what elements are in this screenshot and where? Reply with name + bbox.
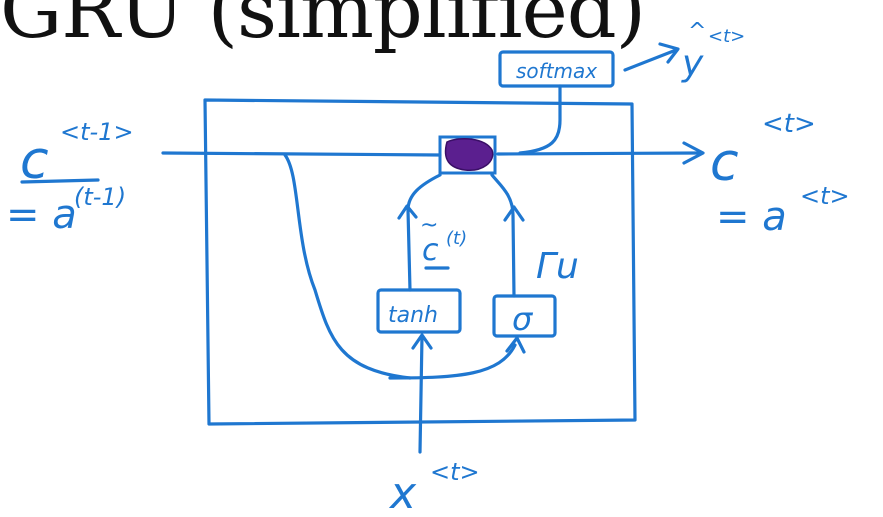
c-prev-to-gates-curve <box>283 153 412 380</box>
a-prev-superscript: (t-1) <box>74 183 126 211</box>
c-line-out <box>496 151 702 156</box>
cell-box <box>203 98 637 426</box>
sigma-to-gate-line <box>490 173 516 298</box>
c-tilde-mark: ~ <box>420 213 438 238</box>
c-tilde-superscript: (t) <box>446 228 467 249</box>
x-input-superscript: <t> <box>430 458 480 486</box>
c-out-label: c <box>710 133 739 193</box>
sigma-label: σ <box>512 300 534 338</box>
sigma-box <box>492 294 557 338</box>
a-prev-label: = a <box>6 192 77 238</box>
a-out-superscript: <t> <box>800 182 850 210</box>
softmax-label: softmax <box>516 59 597 83</box>
sigma-up-arrowhead <box>503 205 525 222</box>
x-input-label: x <box>388 468 417 517</box>
merge-to-sigma-line <box>388 343 517 380</box>
y-hat-mark: ^ <box>688 19 706 44</box>
c-out-arrowhead <box>682 141 705 165</box>
update-gate-fill <box>444 137 494 171</box>
softmax-branch-line <box>518 84 562 155</box>
tanh-to-gate-line <box>406 173 442 292</box>
y-hat-arrowhead <box>658 42 680 64</box>
tanh-label: tanh <box>388 303 438 328</box>
c-tilde-label: c <box>422 233 439 268</box>
c-prev-superscript: <t-1> <box>60 118 134 146</box>
tanh-in-arrowhead <box>411 333 433 350</box>
page-title: GRU (simplified) <box>0 0 646 56</box>
a-out-label: = a <box>716 194 787 240</box>
sigma-in-arrowhead <box>505 336 526 354</box>
y-hat-label: y <box>681 43 704 84</box>
softmax-box <box>498 50 615 88</box>
c-line-in <box>161 151 442 157</box>
c-prev-underline <box>20 178 100 184</box>
y-hat-superscript: <t> <box>708 26 745 47</box>
update-gate-box <box>438 135 497 175</box>
x-input-line <box>418 334 424 454</box>
tanh-up-arrowhead <box>397 204 418 220</box>
y-hat-arrow <box>623 48 678 72</box>
c-out-superscript: <t> <box>762 109 816 139</box>
gamma-u-label: Γu <box>536 246 579 287</box>
tanh-box <box>376 288 462 334</box>
